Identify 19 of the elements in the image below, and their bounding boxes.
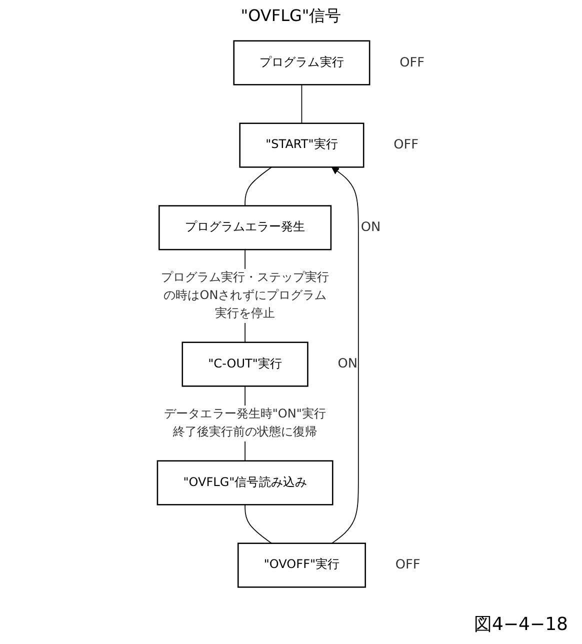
signal-state: OFF: [394, 138, 419, 153]
arrow: [331, 166, 359, 544]
connector: [244, 166, 272, 206]
node-box: "OVOFF"実行: [237, 542, 366, 588]
edge-label: プログラム実行・ステップ実行の時はONされずにプログラム実行を停止: [160, 270, 330, 320]
connector: [244, 504, 272, 544]
node-box: "START"実行: [239, 122, 364, 168]
signal-state: OFF: [400, 55, 425, 70]
signal-state: OFF: [395, 558, 420, 573]
caption: 図4−4−18: [474, 613, 568, 636]
node-box: プログラムエラー発生: [158, 205, 332, 250]
node-box: "C-OUT"実行: [182, 342, 308, 387]
title: "OVFLG"信号: [240, 6, 342, 27]
signal-state: ON: [338, 356, 358, 372]
edge-label: データエラー発生時"ON"実行終了後実行前の状態に復帰: [164, 407, 326, 439]
connector: [301, 84, 302, 124]
node-box: プログラム実行: [233, 40, 370, 86]
signal-state: ON: [360, 220, 381, 236]
node-box: "OVFLG"信号読み込み: [156, 460, 334, 506]
